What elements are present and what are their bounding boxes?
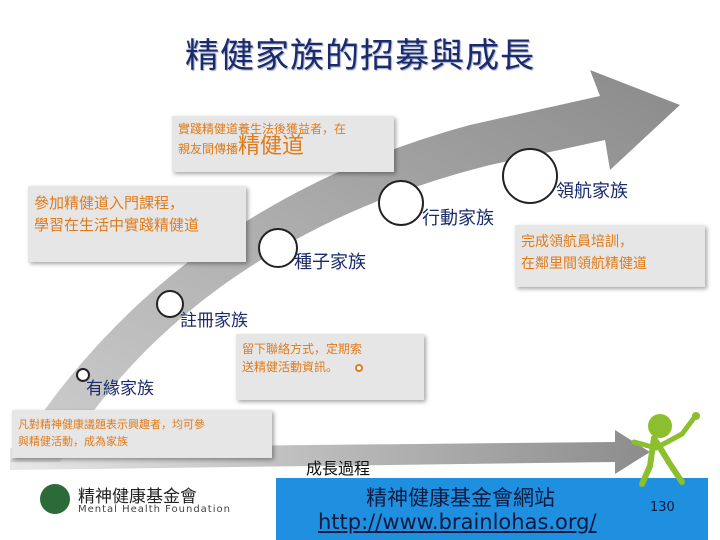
logo-english-name: Mental Health Foundation bbox=[78, 504, 231, 515]
foundation-logo-mark-icon bbox=[40, 484, 70, 514]
foundation-logo: 精神健康基金會 Mental Health Foundation bbox=[40, 482, 260, 522]
course-box: 參加精健道入門課程， 學習在生活中實踐精健道 bbox=[28, 186, 246, 262]
website-url-link[interactable]: http://www.brainlohas.org/ bbox=[318, 510, 597, 534]
spread-box-prefix: 親友間傳播 bbox=[178, 142, 239, 156]
registered-node bbox=[156, 290, 184, 318]
page-number: 130 bbox=[650, 500, 675, 515]
website-name: 精神健康基金會網站 bbox=[366, 486, 555, 510]
navigator-box: 完成領航員培訓， 在鄰里間領航精健道 bbox=[515, 225, 705, 287]
spread-box-line1: 實踐精健道養生法後獲益者，在 bbox=[178, 122, 347, 136]
stage-navigator: 領航家族 bbox=[556, 181, 628, 202]
register-box-line1: 留下聯絡方式，定期索 bbox=[242, 342, 363, 356]
register-box-line2: 送精健活動資訊。 bbox=[242, 360, 339, 374]
horizontal-growth-arrow bbox=[10, 430, 650, 474]
growth-axis-label: 成長過程 bbox=[306, 459, 371, 478]
mascot-figure-icon bbox=[631, 412, 700, 487]
affinity-box: 凡對精神健康議題表示興趣者，均可參 與精健活動，成為家族 bbox=[12, 410, 272, 458]
affinity-box-line2: 與精健活動，成為家族 bbox=[18, 435, 128, 448]
spread-box-highlight: 精健道 bbox=[238, 134, 305, 159]
navigator-box-line2: 在鄰里間領航精健道 bbox=[521, 256, 647, 272]
spread-box-line2: 親友間傳播精健道 bbox=[178, 136, 388, 158]
stage-affinity: 有緣家族 bbox=[86, 379, 154, 399]
spread-box: 實踐精健道養生法後獲益者，在 親友間傳播精健道 bbox=[172, 116, 394, 172]
stage-action: 行動家族 bbox=[422, 208, 494, 229]
stage-seed: 種子家族 bbox=[294, 252, 366, 273]
affinity-box-line1: 凡對精神健康議題表示興趣者，均可參 bbox=[18, 418, 205, 431]
stage-registered: 註冊家族 bbox=[180, 311, 248, 331]
seed-node bbox=[258, 228, 298, 268]
register-box: 留下聯絡方式，定期索 送精健活動資訊。 bbox=[236, 334, 424, 400]
action-node bbox=[378, 180, 424, 226]
navigator-box-line1: 完成領航員培訓， bbox=[521, 234, 633, 250]
register-dot bbox=[355, 364, 363, 372]
affinity-node bbox=[76, 368, 90, 382]
website-banner: 精神健康基金會網站 http://www.brainlohas.org/ 130 bbox=[276, 478, 708, 540]
navigator-node bbox=[502, 148, 558, 204]
course-box-line1: 參加精健道入門課程， bbox=[34, 194, 185, 212]
page-title: 精健家族的招募與成長 bbox=[185, 36, 535, 76]
logo-chinese-name: 精神健康基金會 bbox=[78, 487, 197, 507]
course-box-line2: 學習在生活中實踐精健道 bbox=[34, 216, 200, 234]
